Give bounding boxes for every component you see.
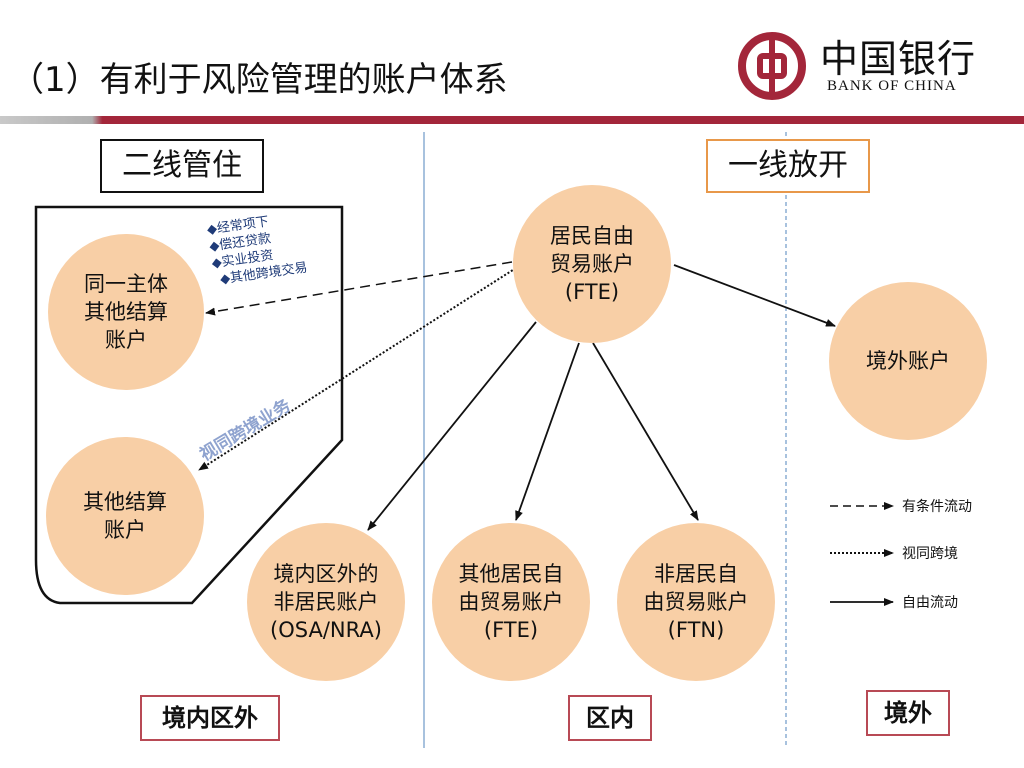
legend-cross-border-label: 视同跨境 xyxy=(902,546,958,562)
header-divider-bar xyxy=(0,116,1024,124)
zone-label-overseas: 境外 xyxy=(866,690,950,736)
legend-conditional-label: 有条件流动 xyxy=(902,499,972,515)
arrow-to-overseas xyxy=(673,264,836,327)
arrow-to-ftn xyxy=(592,342,699,521)
node-same-entity-account: 同一主体 其他结算 账户 xyxy=(48,234,204,390)
arrow-cross-border xyxy=(198,267,517,471)
bank-of-china-logo-icon xyxy=(738,32,806,100)
node-ftn: 非居民自 由贸易账户 (FTN) xyxy=(617,523,775,681)
first-line-label: 一线放开 xyxy=(706,139,870,193)
node-other-fte: 其他居民自 由贸易账户 (FTE) xyxy=(432,523,590,681)
arrow-conditional-flow xyxy=(205,261,513,316)
conditional-items-list: ◆经常项下 ◆偿还贷款 ◆实业投资 ◆其他跨境交易 xyxy=(206,209,309,289)
page-title: （1）有利于风险管理的账户体系 xyxy=(10,60,508,100)
node-other-settlement-account: 其他结算 账户 xyxy=(46,437,204,595)
zone-label-domestic-outside: 境内区外 xyxy=(140,695,280,741)
second-line-label: 二线管住 xyxy=(100,139,264,193)
legend-free-label: 自由流动 xyxy=(902,595,958,611)
arrow-to-osa-nra xyxy=(367,321,537,531)
node-fte: 居民自由 贸易账户 (FTE) xyxy=(513,185,671,343)
zone-label-in-zone: 区内 xyxy=(568,695,652,741)
brand-name-chinese: 中国银行 xyxy=(820,37,977,81)
node-osa-nra: 境内区外的 非居民账户 (OSA/NRA) xyxy=(247,523,405,681)
arrow-to-other-fte xyxy=(515,342,580,521)
brand-name-english: BANK OF CHINA xyxy=(827,78,957,94)
node-overseas-account: 境外账户 xyxy=(829,282,987,440)
